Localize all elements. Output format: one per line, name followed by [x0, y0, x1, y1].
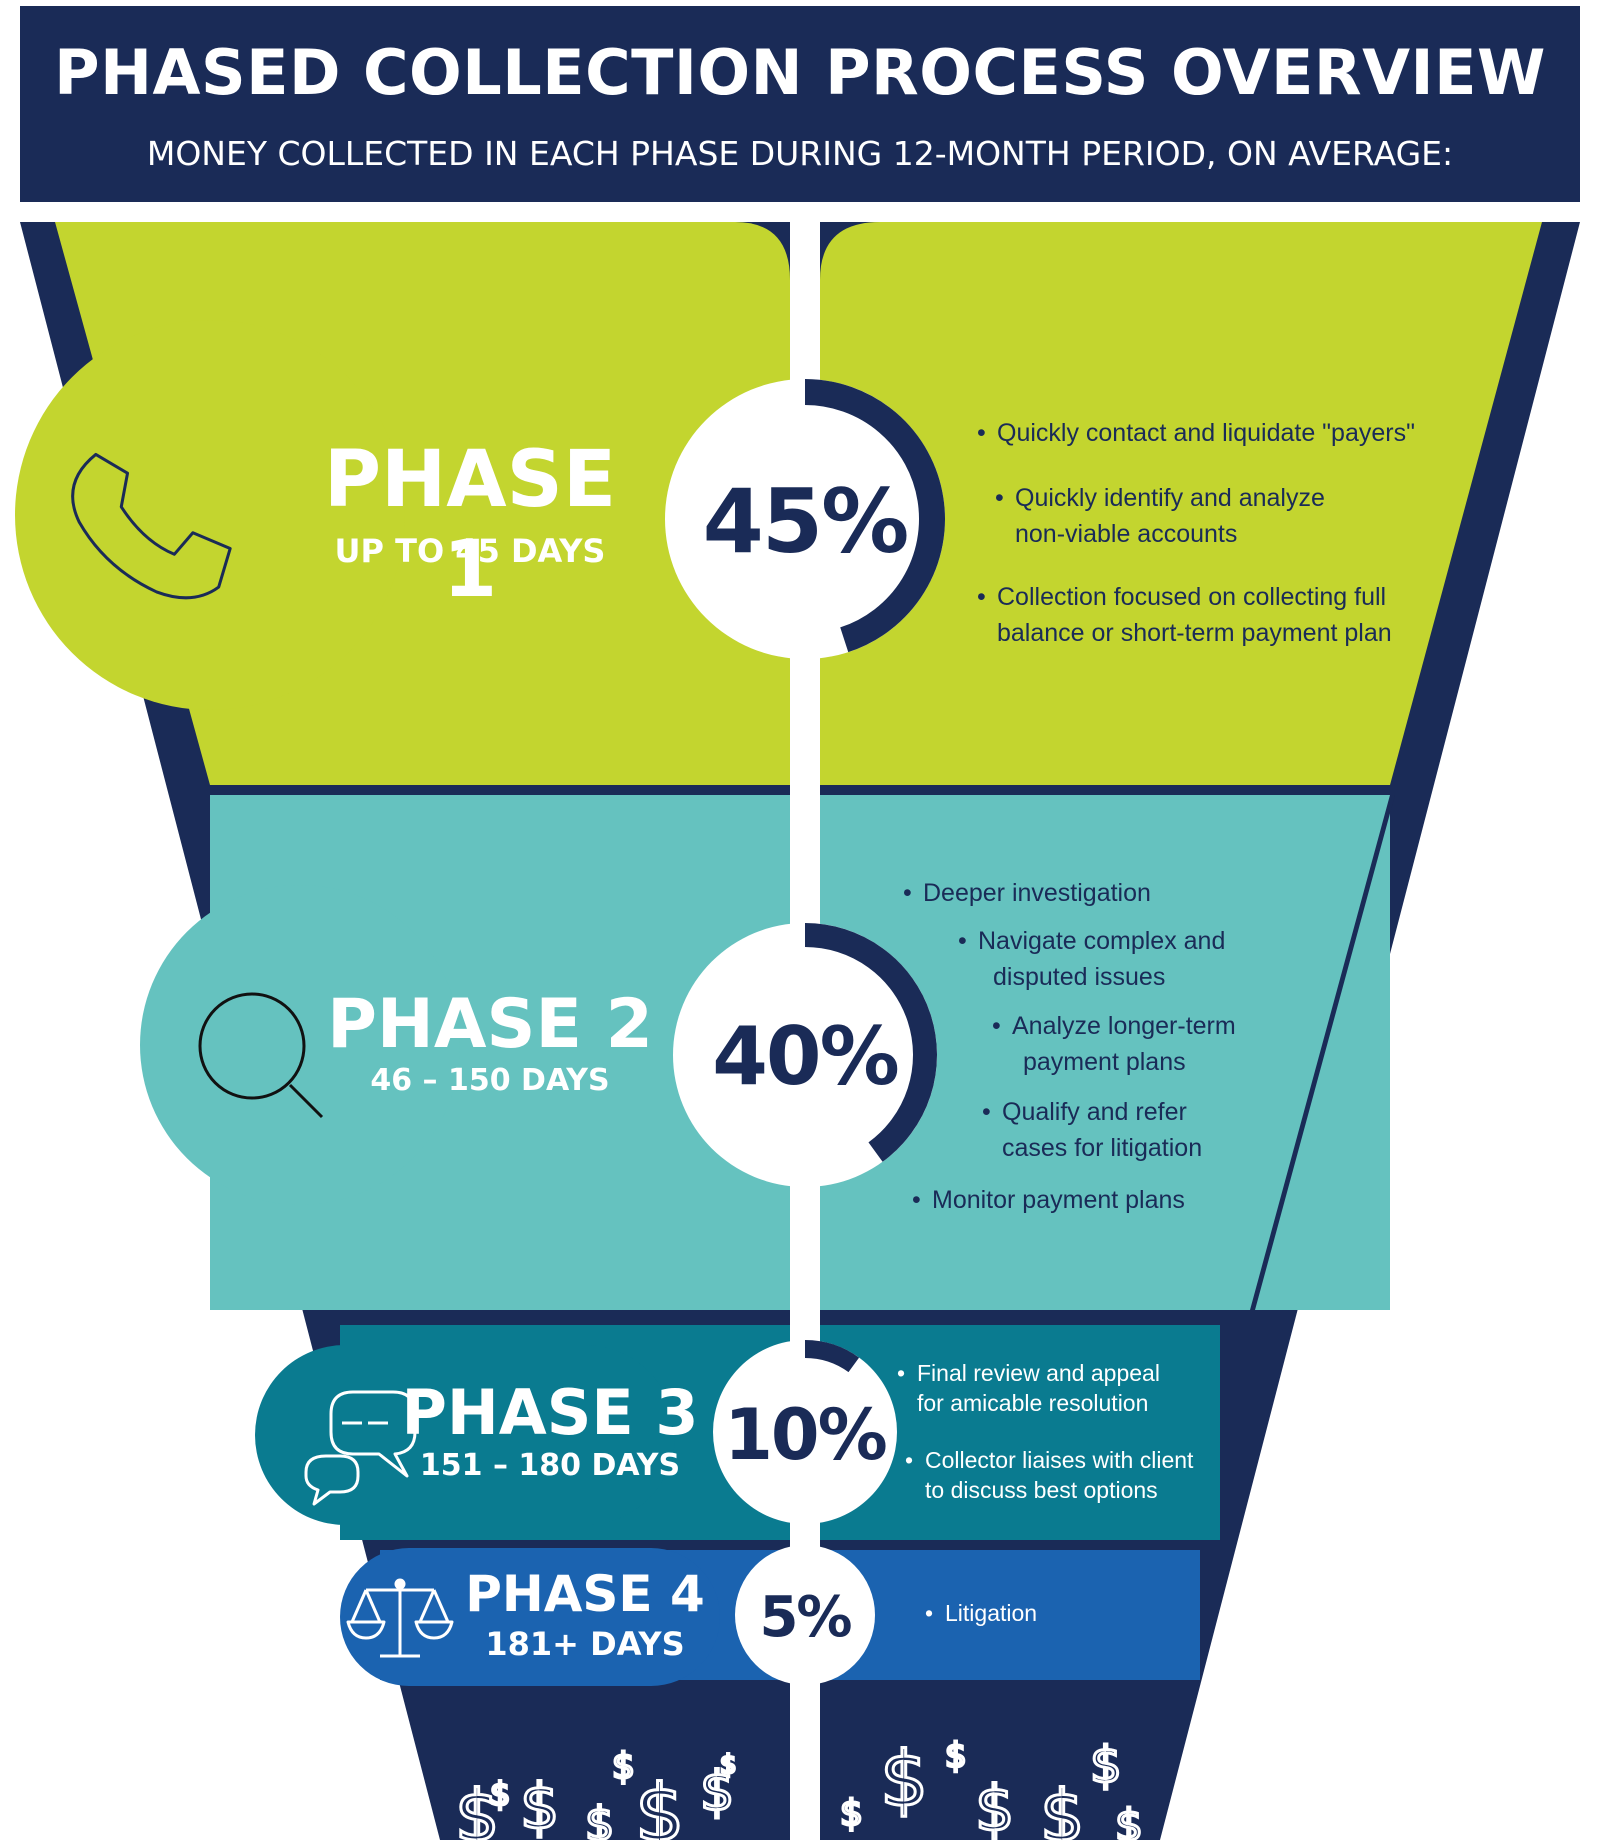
phase-1-days: UP TO 45 DAYS [334, 532, 606, 570]
bullet-text: payment plans [1023, 1048, 1186, 1076]
bullet-text: to discuss best options [925, 1477, 1158, 1503]
page-subtitle: MONEY COLLECTED IN EACH PHASE DURING 12-… [146, 134, 1454, 173]
bullet-text: Qualify and refer [1002, 1098, 1187, 1126]
dollar-sign-icon: $ [1115, 1800, 1143, 1840]
dollar-sign-icon: $ [700, 1760, 734, 1823]
phase-4-days: 181+ DAYS [485, 1625, 685, 1663]
phase-3-percent-ring [713, 1340, 897, 1524]
bullet-text: Quickly contact and liquidate "payers" [997, 419, 1415, 447]
phase-2-days: 46 – 150 DAYS [370, 1063, 610, 1098]
phase-1-bubble [15, 320, 405, 710]
dollar-sign-icon: $ [975, 1772, 1014, 1840]
phase-3-days: 151 – 180 DAYS [419, 1448, 681, 1483]
phase-1-title: PHASE 1 [323, 435, 617, 615]
phase-4-percent-ring [735, 1545, 875, 1685]
phase-1-percent: 45% [702, 470, 910, 573]
bullet-text: Final review and appeal [917, 1360, 1160, 1386]
phase-4-bubble [340, 1548, 720, 1686]
bullet-text: Analyze longer-term [1012, 1012, 1236, 1040]
dollar-sign-icon: $ [520, 1770, 559, 1840]
magnifier-icon [198, 992, 324, 1119]
chat-bubbles-icon [304, 1390, 417, 1506]
bullet-text: Litigation [945, 1600, 1038, 1626]
phase-3-percent: 10% [724, 1394, 888, 1476]
bullet-text: Navigate complex and [978, 927, 1226, 955]
phase-1-percent-ring [665, 379, 945, 659]
phase-2-title: PHASE 2 [327, 985, 653, 1064]
phase-2-band-right-edge [1250, 795, 1395, 1310]
dollar-sign-icon: $ [840, 1793, 863, 1834]
phase-2-percent: 40% [712, 1010, 899, 1103]
header-banner: PHASED COLLECTION PROCESS OVERVIEW MONEY… [20, 6, 1580, 202]
dollar-sign-icon: $ [612, 1746, 635, 1787]
phase-2-bubble [140, 885, 460, 1205]
dollar-sign-icon: $ [635, 1769, 685, 1840]
phase-3-title: PHASE 3 [401, 1376, 699, 1449]
dollar-sign-icon: $ [880, 1734, 928, 1823]
bullet-text: Collection focused on collecting full [997, 583, 1387, 611]
dollar-sign-icon: $ [1090, 1736, 1122, 1794]
bullet-text: balance or short-term payment plan [997, 619, 1392, 647]
page-title: PHASED COLLECTION PROCESS OVERVIEW [54, 36, 1546, 109]
dollar-sign-icon: $ [455, 1775, 500, 1840]
dollar-sign-icon: $ [1040, 1775, 1085, 1840]
bullet-text: for amicable resolution [917, 1390, 1149, 1416]
dollar-sign-icon: $ [945, 1736, 967, 1776]
bullet-text: Deeper investigation [923, 879, 1151, 907]
bullet-text: disputed issues [993, 963, 1166, 991]
bullet-text: Quickly identify and analyze [1015, 484, 1325, 512]
bullet-text: Collector liaises with client [925, 1447, 1194, 1473]
bullet-text: Monitor payment plans [932, 1186, 1185, 1214]
phone-icon [71, 452, 232, 600]
dollar-sign-icon: $ [585, 1797, 614, 1840]
bullet-text: cases for litigation [1002, 1134, 1203, 1162]
phase-4-percent: 5% [759, 1585, 852, 1650]
dollar-sign-icon: $ [490, 1775, 510, 1813]
phase-1-band-right [820, 222, 1542, 785]
dollar-signs: $ $ $ $ $ $ $ $ $ $ $ $ $ $ $ [454, 1733, 1145, 1840]
dollar-sign-icon: $ [720, 1750, 737, 1780]
phase-2-percent-ring [673, 923, 937, 1187]
phase-3-bubble [255, 1345, 675, 1525]
bullet-text: non-viable accounts [1015, 520, 1238, 548]
scales-icon [346, 1578, 454, 1658]
phase-4-title: PHASE 4 [465, 1565, 705, 1623]
